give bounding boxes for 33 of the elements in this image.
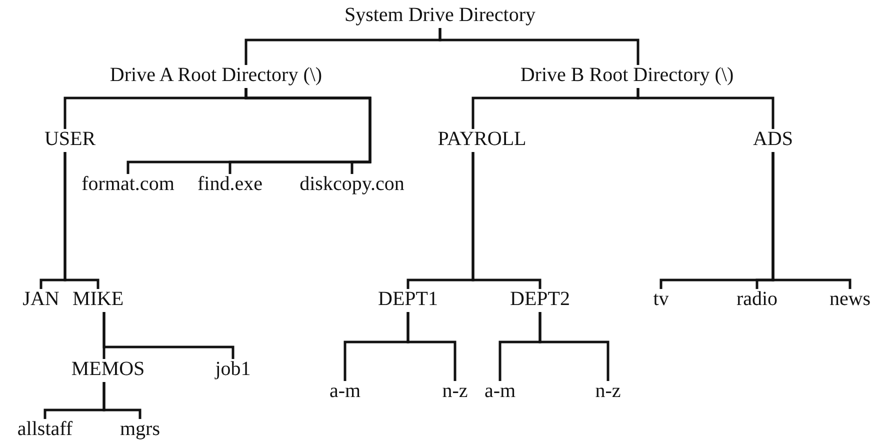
directory-name: USER — [44, 128, 96, 150]
directory-name: PAYROLL — [438, 128, 526, 150]
tree-connector — [406, 312, 456, 381]
directory-name: Drive A Root Directory (\) — [110, 64, 322, 86]
tree-connector — [64, 152, 100, 289]
directory-name: radio — [736, 288, 778, 310]
directory-name: tv — [653, 288, 669, 310]
directory-name: MEMOS — [71, 358, 145, 380]
tree-connector — [102, 382, 142, 419]
directory-name: diskcopy.con — [300, 173, 404, 195]
directory-name: System Drive Directory — [344, 4, 536, 26]
tree-connector — [102, 312, 234, 359]
directory-name: JAN — [22, 288, 60, 310]
directory-name: Drive B Root Directory (\) — [520, 64, 734, 86]
tree-connector — [538, 312, 610, 381]
directory-name: a-m — [484, 380, 516, 402]
directory-name: allstaff — [17, 418, 73, 440]
tree-connector — [472, 152, 542, 289]
directory-name: n-z — [442, 380, 468, 402]
directory-name: DEPT1 — [378, 288, 438, 310]
directory-name: ADS — [753, 128, 793, 150]
directory-name: news — [829, 288, 871, 310]
directory-name: DEPT2 — [510, 288, 570, 310]
tree-connector — [772, 152, 852, 289]
directory-name: a-m — [329, 380, 361, 402]
directory-name: mgrs — [120, 418, 160, 440]
directory-name: job1 — [215, 358, 251, 380]
tree-connector — [438, 28, 640, 65]
tree-connector — [636, 88, 774, 129]
directory-name: MIKE — [72, 288, 124, 310]
directory-name: format.com — [82, 173, 174, 195]
directory-name: find.exe — [198, 173, 262, 195]
directory-name: n-z — [595, 380, 621, 402]
